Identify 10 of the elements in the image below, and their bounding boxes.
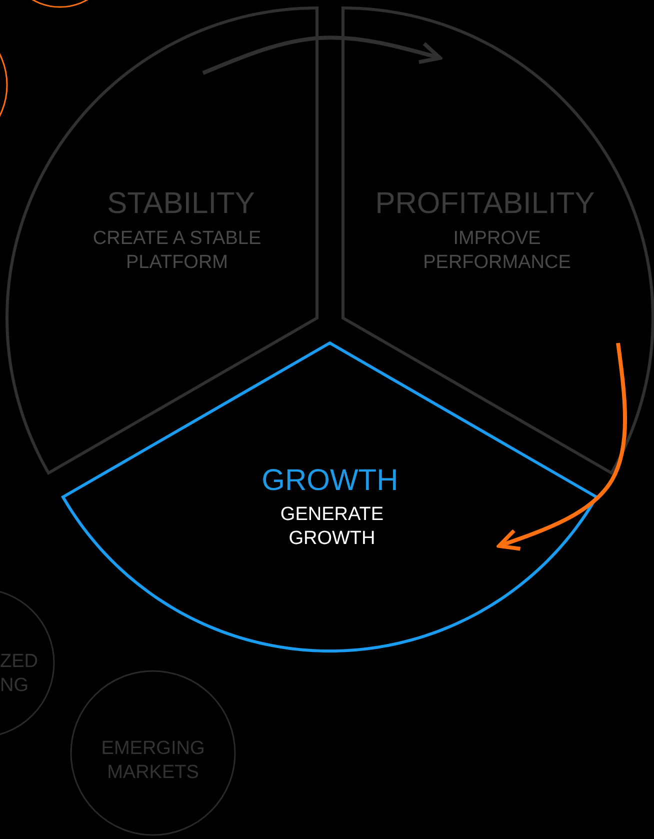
segment-description: IMPROVE PERFORMANCE [422, 227, 572, 274]
sector-segment [63, 343, 597, 651]
segment-title: GROWTH [260, 463, 400, 499]
curved-arrow [202, 36, 442, 75]
curved-arrow [497, 342, 627, 551]
segment-description: CREATE A STABLE PLATFORM [92, 227, 262, 274]
circle-outline [70, 670, 236, 836]
segment-description: GENERATE GROWTH [279, 503, 385, 550]
segment-title: PROFITABILITY [374, 186, 596, 222]
segment-title: STABILITY [106, 186, 256, 222]
